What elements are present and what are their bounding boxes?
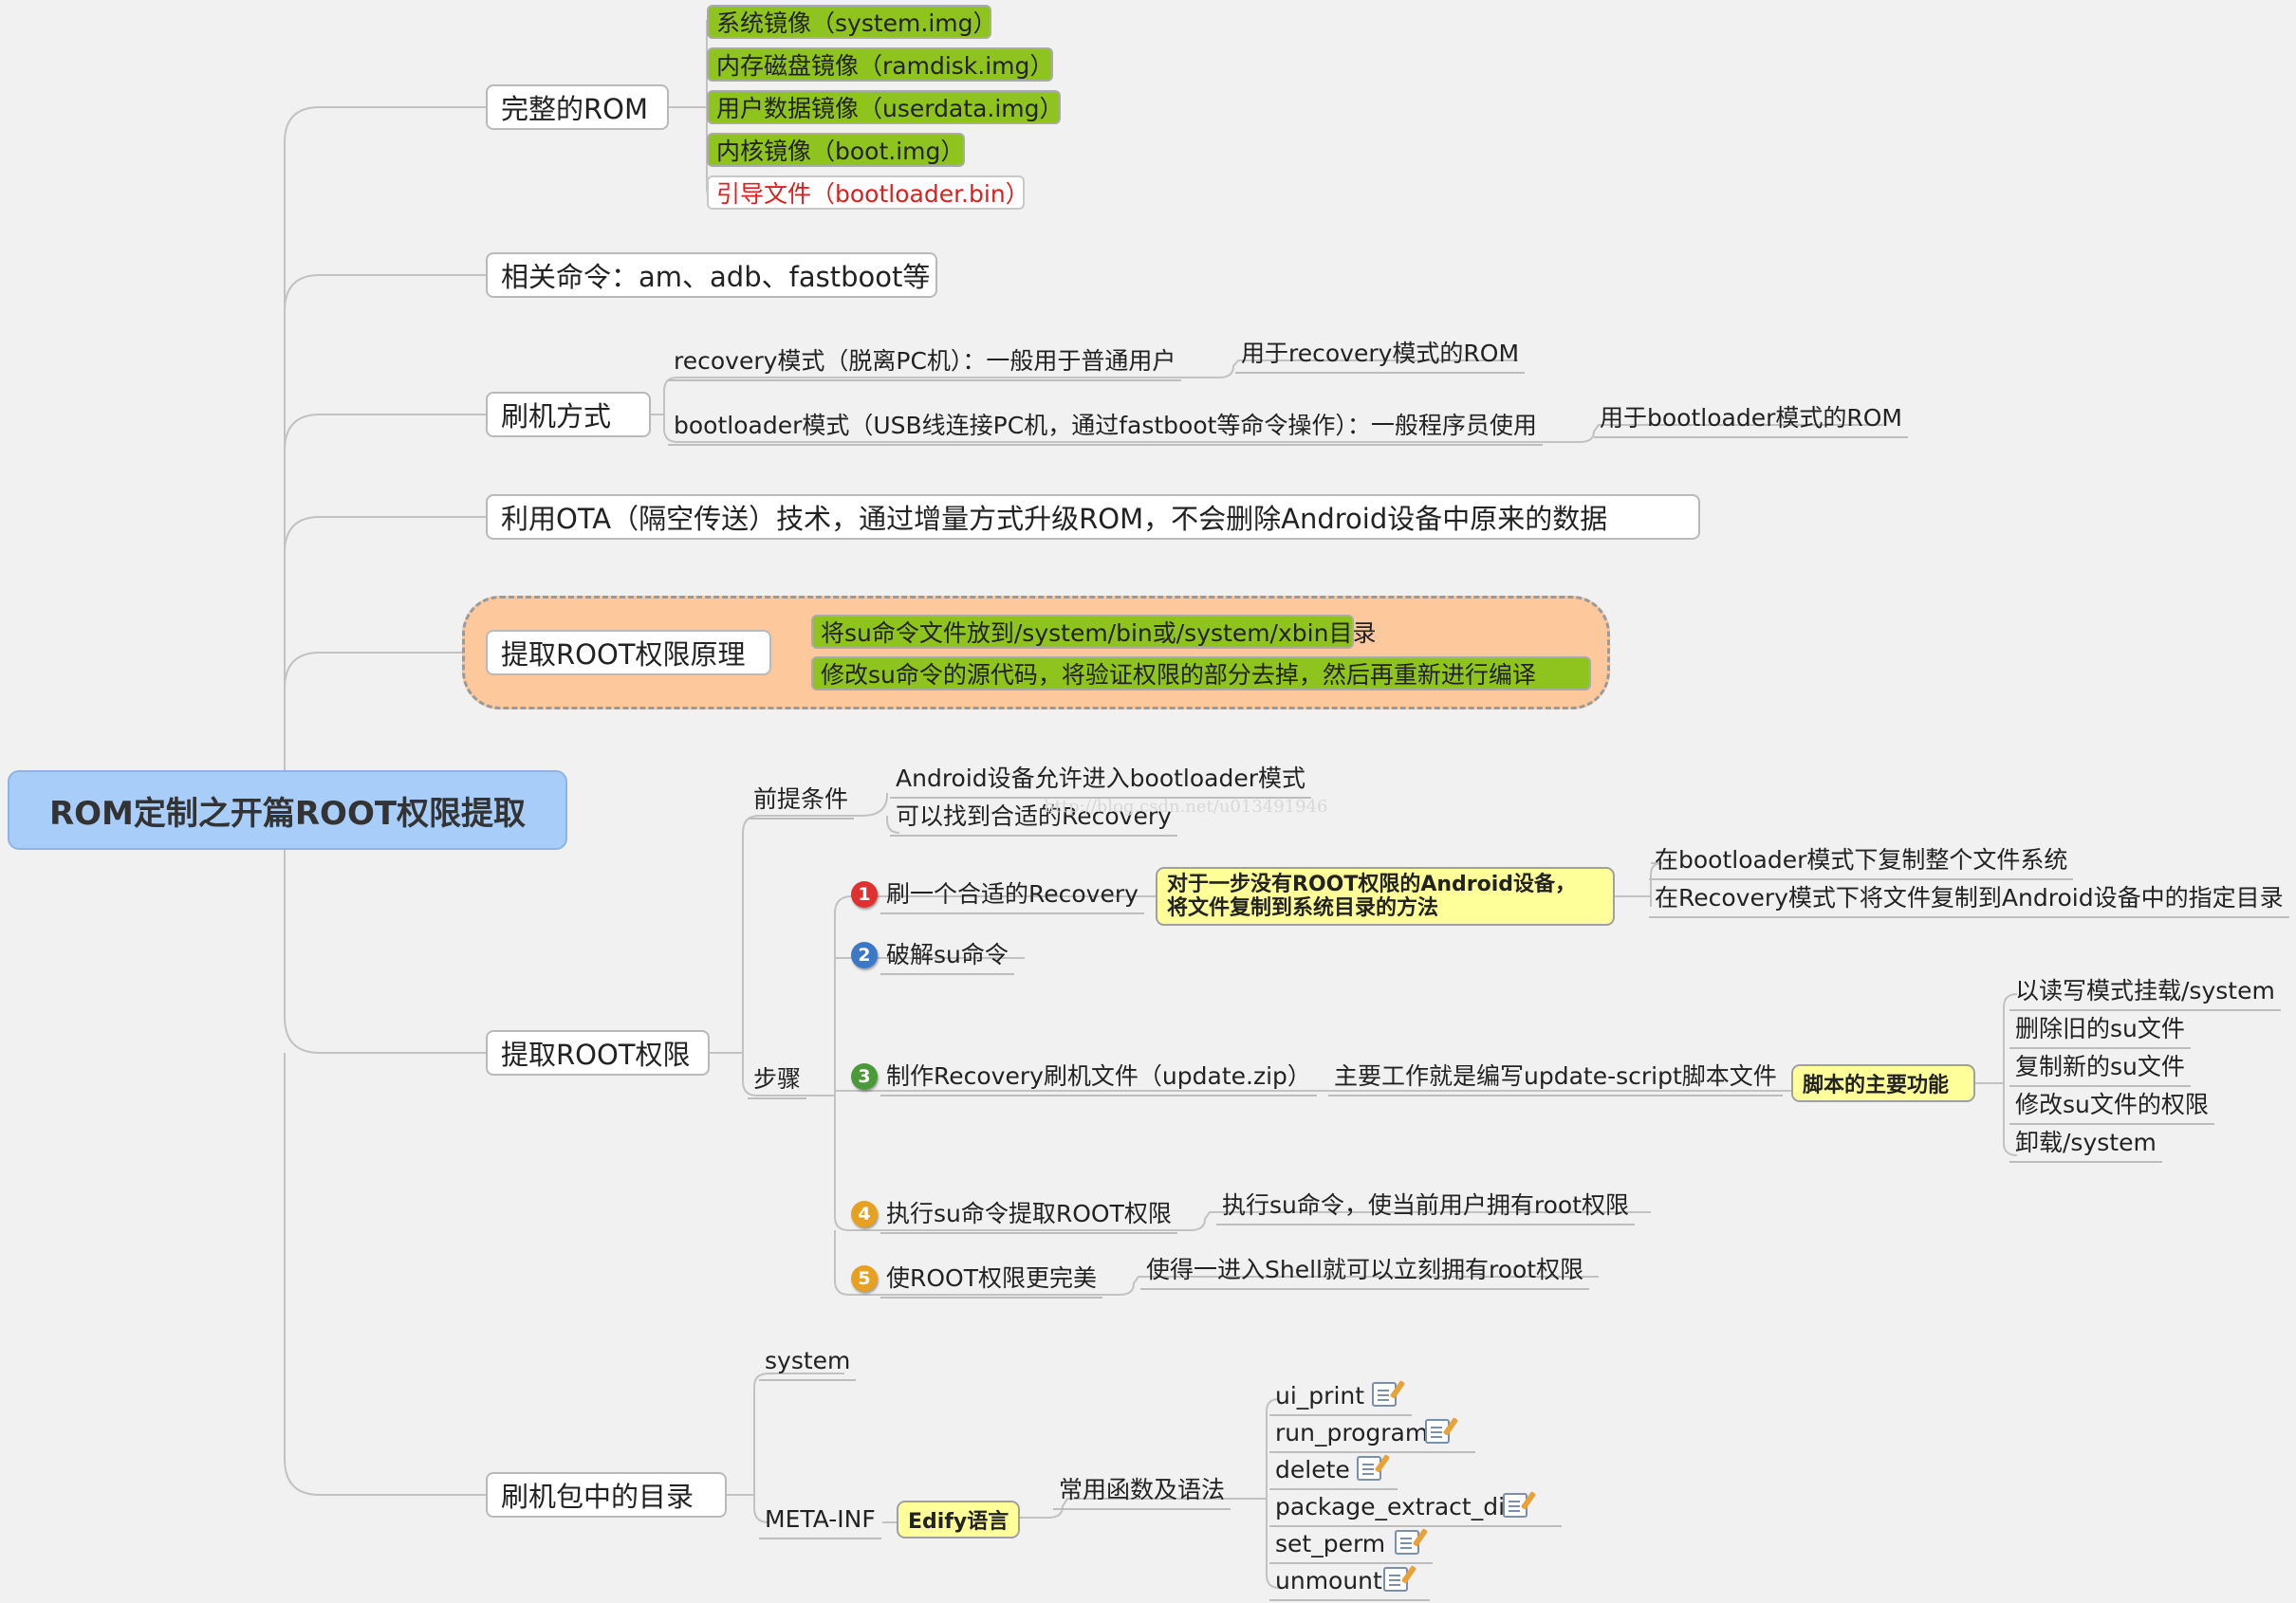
- prereq-item: 可以找到合适的Recovery: [890, 801, 1177, 837]
- node-package-dirs: 刷机包中的目录: [486, 1472, 727, 1518]
- connector: [284, 274, 486, 312]
- connector: [284, 850, 486, 1054]
- note-icon: [1372, 1382, 1397, 1407]
- rom-item: 内存磁盘镜像（ramdisk.img）: [707, 47, 1053, 82]
- step-number-badge: 4: [851, 1201, 878, 1227]
- connector: [1218, 359, 1518, 378]
- connector: [284, 516, 486, 554]
- step-number-badge: 1: [851, 881, 878, 908]
- step-3-text: 制作Recovery刷机文件（update.zip）: [880, 1060, 1317, 1096]
- connector: [1190, 1211, 1651, 1231]
- prereq-item: Android设备允许进入bootloader模式: [890, 763, 1312, 799]
- dir-meta-inf: META-INF: [759, 1503, 881, 1539]
- recovery-rom-text: 用于recovery模式的ROM: [1235, 338, 1526, 374]
- connector: [742, 1053, 835, 1096]
- rom-item: 系统镜像（system.img）: [707, 5, 997, 39]
- step4-detail: 执行su命令，使当前用户拥有root权限: [1216, 1189, 1635, 1225]
- node-commands: 相关命令：am、adb、fastboot等: [486, 252, 937, 298]
- note-icon: [1395, 1530, 1419, 1555]
- prereq-label: 前提条件: [748, 783, 855, 820]
- node-ota: 利用OTA（隔空传送）技术，通过增量方式升级ROM，不会删除Android设备中…: [486, 494, 1700, 540]
- step3-detail: 主要工作就是编写update-script脚本文件: [1328, 1060, 1783, 1096]
- connector: [861, 793, 900, 834]
- connector: [663, 377, 1219, 415]
- bootloader-mode-text: bootloader模式（USB线连接PC机，通过fastboot等命令操作）：…: [668, 410, 1543, 446]
- rom-item: 引导文件（bootloader.bin）: [707, 175, 1029, 210]
- step3-item: 复制新的su文件: [2009, 1051, 2191, 1087]
- function-item: set_perm: [1269, 1528, 1434, 1564]
- node-complete-rom: 完整的ROM: [486, 84, 669, 130]
- bootloader-rom-text: 用于bootloader模式的ROM: [1594, 402, 1908, 438]
- connector: [1020, 1498, 1233, 1519]
- function-item: ui_print: [1269, 1380, 1413, 1416]
- recovery-mode-text: recovery模式（脱离PC机）：一般用于普通用户: [668, 345, 1182, 381]
- rom-item: 内核镜像（boot.img）: [707, 133, 965, 167]
- step1-note: 对于一步没有ROOT权限的Android设备， 将文件复制到系统目录的方法: [1156, 867, 1615, 926]
- function-item: run_program: [1269, 1417, 1476, 1453]
- connector: [834, 1230, 1120, 1296]
- connector: [284, 414, 486, 451]
- connector: [727, 1373, 844, 1523]
- watermark: http://blog.csdn.net/u013491946: [1044, 797, 1328, 817]
- step-5-text: 使ROOT权限更完美: [880, 1262, 1102, 1299]
- dir-system: system: [759, 1345, 857, 1381]
- connector: [284, 1053, 486, 1496]
- function-item: package_extract_dir: [1269, 1491, 1563, 1527]
- step-2-text: 破解su命令: [880, 939, 1014, 975]
- connector: [1975, 993, 2018, 1156]
- step-number-badge: 2: [851, 942, 878, 968]
- node-principle: 提取ROOT权限原理: [486, 630, 771, 675]
- connector: [1233, 1398, 1280, 1589]
- step3-item: 卸载/system: [2009, 1127, 2162, 1163]
- step-number-badge: 5: [851, 1265, 878, 1292]
- node-extract-root: 提取ROOT权限: [486, 1030, 710, 1076]
- rom-item: 用户数据镜像（userdata.img）: [707, 90, 1064, 124]
- edify-note: Edify语言: [897, 1501, 1020, 1539]
- connector: [663, 415, 1580, 443]
- connector: [284, 652, 486, 690]
- note-icon: [1383, 1567, 1408, 1592]
- step-4-text: 执行su命令提取ROOT权限: [880, 1198, 1177, 1234]
- function-item: unmount: [1269, 1565, 1430, 1601]
- connector: [1613, 862, 1663, 907]
- step3-item: 以读写模式挂载/system: [2009, 975, 2281, 1011]
- connector: [834, 1096, 1191, 1231]
- step1-item: 在bootloader模式下复制整个文件系统: [1649, 844, 2074, 880]
- connector: [742, 815, 861, 1053]
- principle-item: 修改su命令的源代码，将验证权限的部分去掉，然后再重新进行编译: [811, 656, 1591, 691]
- step3-item: 修改su文件的权限: [2009, 1089, 2214, 1125]
- node-flash-method: 刷机方式: [486, 392, 651, 437]
- functions-label: 常用函数及语法: [1053, 1474, 1231, 1510]
- root-node: ROM定制之开篇ROOT权限提取: [8, 770, 567, 850]
- connector: [1579, 424, 1883, 443]
- principle-item: 将su命令文件放到/system/bin或/system/xbin目录: [811, 615, 1376, 649]
- connector: [284, 106, 486, 770]
- step-1-text: 刷一个合适的Recovery: [880, 878, 1144, 914]
- step3-item: 删除旧的su文件: [2009, 1013, 2191, 1049]
- step-number-badge: 3: [851, 1063, 878, 1090]
- note-icon: [1357, 1456, 1381, 1481]
- step5-detail: 使得一进入Shell就可以立刻拥有root权限: [1140, 1254, 1590, 1290]
- note-icon: [1503, 1493, 1528, 1518]
- note-icon: [1425, 1419, 1450, 1444]
- steps-label: 步骤: [748, 1063, 807, 1099]
- connector: [1119, 1276, 1599, 1296]
- step3-note: 脚本的主要功能: [1791, 1064, 1975, 1102]
- function-item: delete: [1269, 1454, 1398, 1490]
- step1-item: 在Recovery模式下将文件复制到Android设备中的指定目录: [1649, 882, 2289, 918]
